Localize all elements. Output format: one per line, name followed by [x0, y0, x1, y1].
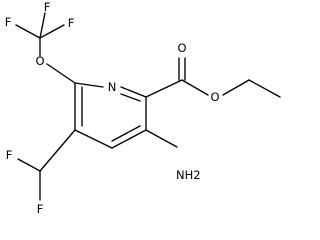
- atom-labels: F F F O N O O F F NH2: [5, 0, 220, 216]
- atom-o-ether: O: [35, 54, 44, 68]
- bonds: [15, 12, 281, 201]
- bond-c2-carbonyl: [145, 79, 183, 98]
- chemical-structure: F F F O N O O F F NH2: [5, 0, 281, 216]
- atom-f3: F: [68, 16, 75, 30]
- atom-o-ester: O: [210, 90, 219, 104]
- bond-f2-cf3: [39, 12, 46, 39]
- bond-f1-cf3: [15, 24, 41, 39]
- bond-c3-nh2: [145, 129, 178, 148]
- bond-n-c2: [120, 86, 147, 98]
- bond-f3-cf3: [39, 24, 65, 39]
- bond-c4-c5: [74, 129, 113, 149]
- bond-n-c2-inner: [120, 93, 141, 102]
- bond-c3-c4-inner: [111, 125, 141, 142]
- bond-ch2-ch3: [248, 79, 281, 98]
- atom-f5: F: [37, 202, 44, 216]
- atom-nh2: NH2: [176, 168, 201, 182]
- bond-c5-chf2: [39, 129, 76, 172]
- atom-n-ring: N: [108, 80, 117, 94]
- bond-o-ring: [46, 63, 76, 84]
- atom-o-carbonyl: O: [177, 41, 186, 55]
- atom-f2: F: [44, 0, 51, 14]
- bond-c6-n: [74, 82, 104, 88]
- bond-c3-c4: [111, 129, 147, 149]
- bond-chf2-f4: [17, 158, 41, 172]
- atom-f1: F: [5, 15, 12, 29]
- atom-f4: F: [6, 148, 13, 162]
- bond-oester-ch2: [222, 79, 250, 96]
- bond-carbonyl-oester: [181, 79, 209, 96]
